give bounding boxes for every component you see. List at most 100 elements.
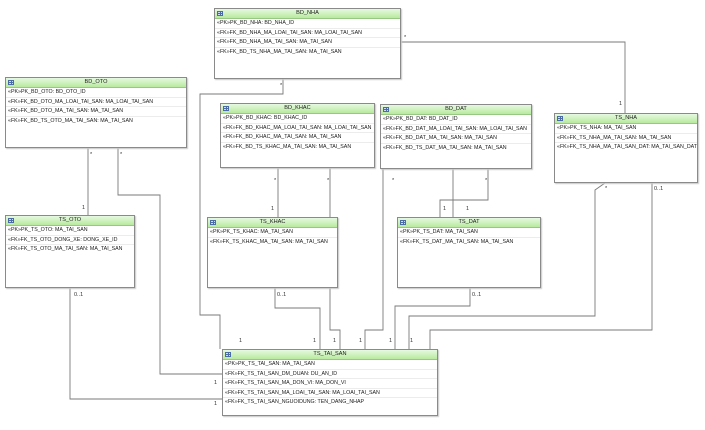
cardinality-label: 1 (389, 338, 393, 344)
entity-title: BD_OTO (84, 79, 108, 85)
entity-row: «FK»FK_TS_TAI_SAN_MA_DON_VI: MA_DON_VI (223, 379, 437, 389)
entity-bd-oto[interactable]: BD_OTO «PK»PK_BD_OTO: BD_OTO_ID «FK»FK_B… (5, 77, 187, 148)
entity-row: «FK»FK_BD_TS_KHAC_MA_TAI_SAN: MA_TAI_SAN (223, 143, 352, 150)
entity-row: «PK»PK_TS_OTO: MA_TAI_SAN (6, 226, 134, 236)
line-bd-dat-ts-tai-san (364, 169, 384, 349)
entity-row: «FK»FK_TS_DAT_MA_TAI_SAN: MA_TAI_SAN (400, 238, 514, 245)
entity-header: TS_DAT (398, 218, 540, 228)
entity-header: TS_TAI_SAN (223, 350, 437, 360)
cardinality-label: * (274, 178, 277, 184)
entity-title: TS_KHAC (259, 219, 286, 225)
entity-row: «PK»PK_TS_TAI_SAN: MA_TAI_SAN (223, 360, 437, 370)
entity-header: TS_NHA (555, 114, 697, 124)
line-bd-oto-ts-tai-san (117, 148, 222, 375)
entity-title: TS_DAT (458, 219, 480, 225)
line-ts-nha-ts-tai-san (408, 182, 606, 349)
cardinality-label: 1 (443, 206, 447, 212)
entity-title: BD_DAT (445, 106, 467, 112)
table-icon (400, 219, 406, 225)
cardinality-label: * (280, 83, 283, 89)
cardinality-label: 1 (271, 206, 275, 212)
cardinality-label: 0..1 (654, 186, 664, 192)
entity-title: TS_NHA (614, 115, 638, 121)
cardinality-label: * (327, 178, 330, 184)
line-bd-nha-ts-nha (401, 41, 626, 113)
entity-ts-khac[interactable]: TS_KHAC «PK»PK_TS_KHAC: MA_TAI_SAN «FK»F… (207, 217, 338, 288)
entity-row: «FK»FK_BD_TS_DAT_MA_TAI_SAN: MA_TAI_SAN (383, 144, 507, 151)
cardinality-label: * (120, 152, 123, 158)
table-icon (217, 10, 223, 16)
entity-bd-dat[interactable]: BD_DAT «PK»PK_BD_DAT: BD_DAT_ID «FK»FK_B… (380, 104, 532, 169)
entity-header: TS_OTO (6, 216, 134, 226)
entity-row: «FK»FK_BD_DAT_MA_TAI_SAN: MA_TAI_SAN (381, 134, 531, 144)
cardinality-label: * (485, 178, 488, 184)
entity-title: TS_TAI_SAN (313, 351, 347, 357)
entity-header: BD_OTO (6, 78, 186, 88)
cardinality-label: * (90, 152, 93, 158)
line-ts-khac-ts-tai-san (274, 288, 321, 349)
cardinality-label: 1 (82, 205, 86, 211)
cardinality-label: 0..1 (277, 292, 287, 298)
entity-row: «FK»FK_TS_NHA_MA_TAI_SAN: MA_TAI_SAN (555, 134, 697, 144)
table-icon (8, 217, 14, 223)
cardinality-label: 0..1 (472, 292, 482, 298)
entity-row: «PK»PK_TS_DAT: MA_TAI_SAN (398, 228, 540, 238)
table-icon (225, 351, 231, 357)
entity-row: «FK»FK_BD_TS_NHA_MA_TAI_SAN: MA_TAI_SAN (217, 48, 342, 55)
entity-row: «PK»PK_TS_KHAC: MA_TAI_SAN (208, 228, 337, 238)
cardinality-label: * (404, 35, 407, 41)
entity-title: BD_NHA (296, 10, 319, 16)
cardinality-label: * (392, 178, 395, 184)
line-ts-oto-ts-tai-san (69, 288, 222, 400)
cardinality-label: 1 (313, 338, 317, 344)
entity-bd-nha[interactable]: BD_NHA «PK»PK_BD_NHA: BD_NHA_ID «FK»FK_B… (214, 8, 401, 79)
entity-row: «FK»FK_BD_NHA_MA_LOAI_TAI_SAN: MA_LOAI_T… (215, 29, 400, 39)
cardinality-label: 1 (214, 380, 218, 386)
line-ts-nha-ts-tai-san-2 (429, 183, 653, 349)
entity-header: BD_NHA (215, 9, 400, 19)
table-icon (210, 219, 216, 225)
entity-header: BD_DAT (381, 105, 531, 115)
table-icon (383, 106, 389, 112)
line-bd-nha-ts-tai-san (199, 79, 284, 349)
entity-row: «FK»FK_TS_TAI_SAN_DM_DUAN: DU_AN_ID (223, 370, 437, 380)
entity-row: «FK»FK_BD_OTO_MA_LOAI_TAI_SAN: MA_LOAI_T… (6, 98, 186, 108)
table-icon (223, 105, 229, 111)
entity-bd-khac[interactable]: BD_KHAC «PK»PK_BD_KHAC: BD_KHAC_ID «FK»F… (220, 103, 375, 168)
entity-row: «FK»FK_TS_TAI_SAN_NGUOIDUNG: TEN_DANG_NH… (225, 399, 365, 406)
cardinality-label: 0..1 (74, 292, 84, 298)
entity-row: «PK»PK_TS_NHA: MA_TAI_SAN (555, 124, 697, 134)
entity-row: «PK»PK_BD_KHAC: BD_KHAC_ID (221, 114, 374, 124)
cardinality-label: 1 (410, 338, 414, 344)
cardinality-label: 1 (619, 101, 623, 107)
cardinality-label: 1 (466, 206, 470, 212)
entity-row: «FK»FK_TS_TAI_SAN_MA_LOAI_TAI_SAN: MA_LO… (223, 389, 437, 399)
entity-ts-dat[interactable]: TS_DAT «PK»PK_TS_DAT: MA_TAI_SAN «FK»FK_… (397, 217, 541, 288)
table-icon (8, 79, 14, 85)
entity-row: «FK»FK_TS_OTO_MA_TAI_SAN: MA_TAI_SAN (8, 246, 123, 253)
entity-row: «FK»FK_TS_OTO_DONG_XE: DONG_XE_ID (6, 236, 134, 246)
entity-ts-nha[interactable]: TS_NHA «PK»PK_TS_NHA: MA_TAI_SAN «FK»FK_… (554, 113, 698, 183)
entity-row: «FK»FK_TS_NHA_MA_TAI_SAN_DAT: MA_TAI_SAN… (557, 144, 697, 151)
cardinality-label: 1 (333, 338, 337, 344)
entity-row: «PK»PK_BD_DAT: BD_DAT_ID (381, 115, 531, 125)
entity-title: TS_OTO (58, 217, 82, 223)
line-ts-dat-ts-tai-san (394, 288, 471, 349)
entity-header: TS_KHAC (208, 218, 337, 228)
entity-title: BD_KHAC (284, 105, 311, 111)
entity-row: «FK»FK_BD_OTO_MA_TAI_SAN: MA_TAI_SAN (6, 107, 186, 117)
entity-row: «FK»FK_BD_TS_OTO_MA_TAI_SAN: MA_TAI_SAN (8, 117, 133, 124)
entity-ts-oto[interactable]: TS_OTO «PK»PK_TS_OTO: MA_TAI_SAN «FK»FK_… (5, 215, 135, 288)
entity-row: «FK»FK_BD_NHA_MA_TAI_SAN: MA_TAI_SAN (215, 38, 400, 48)
entity-row: «PK»PK_BD_OTO: BD_OTO_ID (6, 88, 186, 98)
cardinality-label: * (605, 186, 608, 192)
entity-row: «FK»FK_TS_KHAC_MA_TAI_SAN: MA_TAI_SAN (210, 238, 328, 245)
entity-ts-tai-san[interactable]: TS_TAI_SAN «PK»PK_TS_TAI_SAN: MA_TAI_SAN… (222, 349, 438, 416)
cardinality-label: 1 (214, 401, 218, 407)
entity-row: «FK»FK_BD_KHAC_MA_TAI_SAN: MA_TAI_SAN (221, 133, 374, 143)
cardinality-label: 1 (359, 338, 363, 344)
entity-header: BD_KHAC (221, 104, 374, 114)
entity-row: «PK»PK_BD_NHA: BD_NHA_ID (215, 19, 400, 29)
entity-row: «FK»FK_BD_DAT_MA_LOAI_TAI_SAN: MA_LOAI_T… (381, 125, 531, 135)
